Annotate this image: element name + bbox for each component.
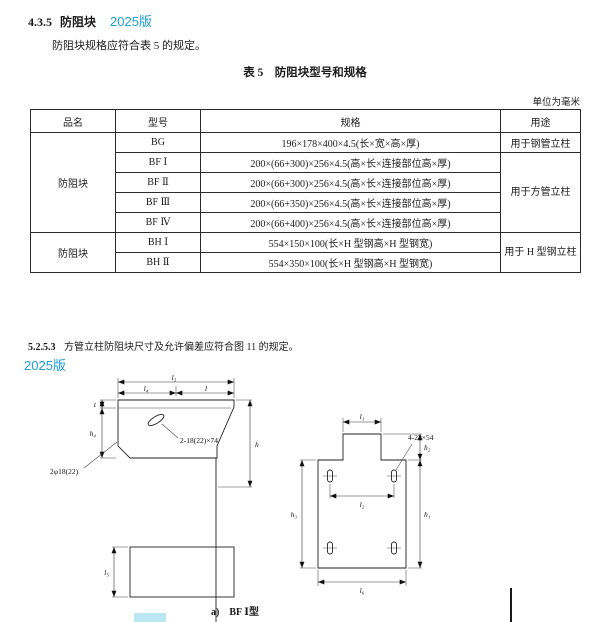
dim-h-label: h	[255, 440, 259, 449]
section-title: 防阻块	[60, 15, 97, 29]
left-figure-dimensions	[99, 378, 253, 488]
header-cell-spec: 规格	[200, 109, 501, 133]
cell-model: BG	[115, 132, 201, 153]
right-figure-dimensions	[299, 418, 423, 586]
cell-model: BH Ⅱ	[115, 252, 201, 273]
cell-spec: 196×178×400×4.5(长×宽×高×厚)	[200, 132, 501, 153]
dim-h3-label: h₃	[291, 510, 298, 519]
left-hole-note-label: 2φ18(22)	[50, 467, 79, 476]
table-row: BF Ⅱ 200×(66+300)×256×4.5(高×长×连接部位高×厚)	[31, 172, 581, 193]
highlight-artifact	[134, 613, 166, 622]
table-row: BF Ⅰ 200×(66+300)×256×4.5(高×长×连接部位高×厚) 用…	[31, 152, 581, 233]
section-heading: 4.3.5 防阻块 2025版	[28, 11, 152, 30]
dim-l4-label: l₄	[144, 384, 149, 393]
dim-h2-label: h₂	[424, 443, 431, 452]
cell-use: 用于 H 型钢立柱	[500, 232, 581, 273]
cell-model: BF Ⅲ	[115, 192, 201, 213]
edition-badge-2: 2025版	[24, 358, 66, 373]
dim-l5-label: l₅	[104, 568, 109, 577]
cell-product-name: 防阻块	[30, 132, 116, 233]
right-figure-outline	[317, 433, 413, 569]
dim-l-label: l	[205, 384, 207, 393]
cell-spec: 200×(66+300)×256×4.5(高×长×连接部位高×厚)	[200, 152, 501, 173]
section-5253: 5.2.5.3 方管立柱防阻块尺寸及允许偏差应符合图 11 的规定。	[28, 338, 299, 353]
dim-l1-label: l₁	[360, 412, 365, 421]
dim-h1-label: h₁	[424, 510, 431, 519]
cell-spec: 554×350×100(长×H 型钢高×H 型钢宽)	[200, 252, 501, 273]
cell-spec: 554×150×100(长×H 型钢高×H 型钢宽)	[200, 232, 501, 253]
intro-paragraph: 防阻块规格应符合表 5 的规定。	[52, 40, 206, 52]
table-row: BF Ⅲ 200×(66+350)×256×4.5(高×长×连接部位高×厚)	[31, 192, 581, 213]
section-5253-text: 方管立柱防阻块尺寸及允许偏差应符合图 11 的规定。	[64, 342, 299, 353]
cell-spec: 200×(66+400)×256×4.5(高×长×连接部位高×厚)	[200, 212, 501, 233]
slot-note-label: 2-18(22)×74	[180, 436, 218, 445]
table-caption: 表 5 防阻块型号和规格	[243, 67, 367, 79]
dim-l2-label: l₂	[360, 500, 365, 509]
cell-spec: 200×(66+350)×256×4.5(高×长×连接部位高×厚)	[200, 192, 501, 213]
cursor-line-artifact	[510, 588, 512, 622]
figure-drawing: 2-18(22)×74 2φ18(22) 4-22×54 l₃ l₄ l t h…	[50, 373, 434, 622]
table-row: 防阻块 BG 196×178×400×4.5(长×宽×高×厚) 用于钢管立柱	[30, 132, 581, 233]
section-5253-number: 5.2.5.3	[28, 342, 56, 353]
edition-badge: 2025版	[110, 14, 152, 29]
cell-product-name: 防阻块	[30, 232, 116, 273]
cell-model: BF Ⅱ	[115, 172, 201, 193]
header-cell-model: 型号	[115, 109, 201, 133]
table-row: 防阻块 BH Ⅰ 554×150×100(长×H 型钢高×H 型钢宽) 用于 H…	[30, 232, 581, 273]
dim-l6-label: l₆	[360, 586, 365, 595]
header-cell-product: 品名	[30, 109, 116, 133]
cell-use: 用于方管立柱	[500, 152, 581, 233]
cell-model: BF Ⅳ	[115, 212, 201, 233]
table-row: BH Ⅱ 554×350×100(长×H 型钢高×H 型钢宽)	[31, 252, 581, 273]
right-hole-note-label: 4-22×54	[408, 433, 434, 442]
cell-model: BF Ⅰ	[115, 152, 201, 173]
unit-note: 单位为毫米	[532, 98, 580, 108]
header-cell-use: 用途	[500, 109, 581, 133]
left-figure-outline	[83, 399, 235, 622]
lower-figure-outline	[111, 546, 235, 598]
cell-use: 用于钢管立柱	[500, 132, 581, 153]
cell-model: BH Ⅰ	[115, 232, 201, 253]
table-header-row: 品名 型号 规格 用途	[30, 109, 581, 133]
dim-h4-label: h₄	[90, 429, 97, 438]
figure-caption: a) BF Ⅰ型	[211, 607, 259, 618]
dim-l3-label: l₃	[172, 373, 177, 382]
section-number: 4.3.5	[28, 15, 52, 29]
cell-spec: 200×(66+300)×256×4.5(高×长×连接部位高×厚)	[200, 172, 501, 193]
dim-t-label: t	[94, 400, 97, 409]
spec-table: 品名 型号 规格 用途 防阻块 BG 196×178×400×4.5(长×宽×高…	[30, 109, 581, 273]
